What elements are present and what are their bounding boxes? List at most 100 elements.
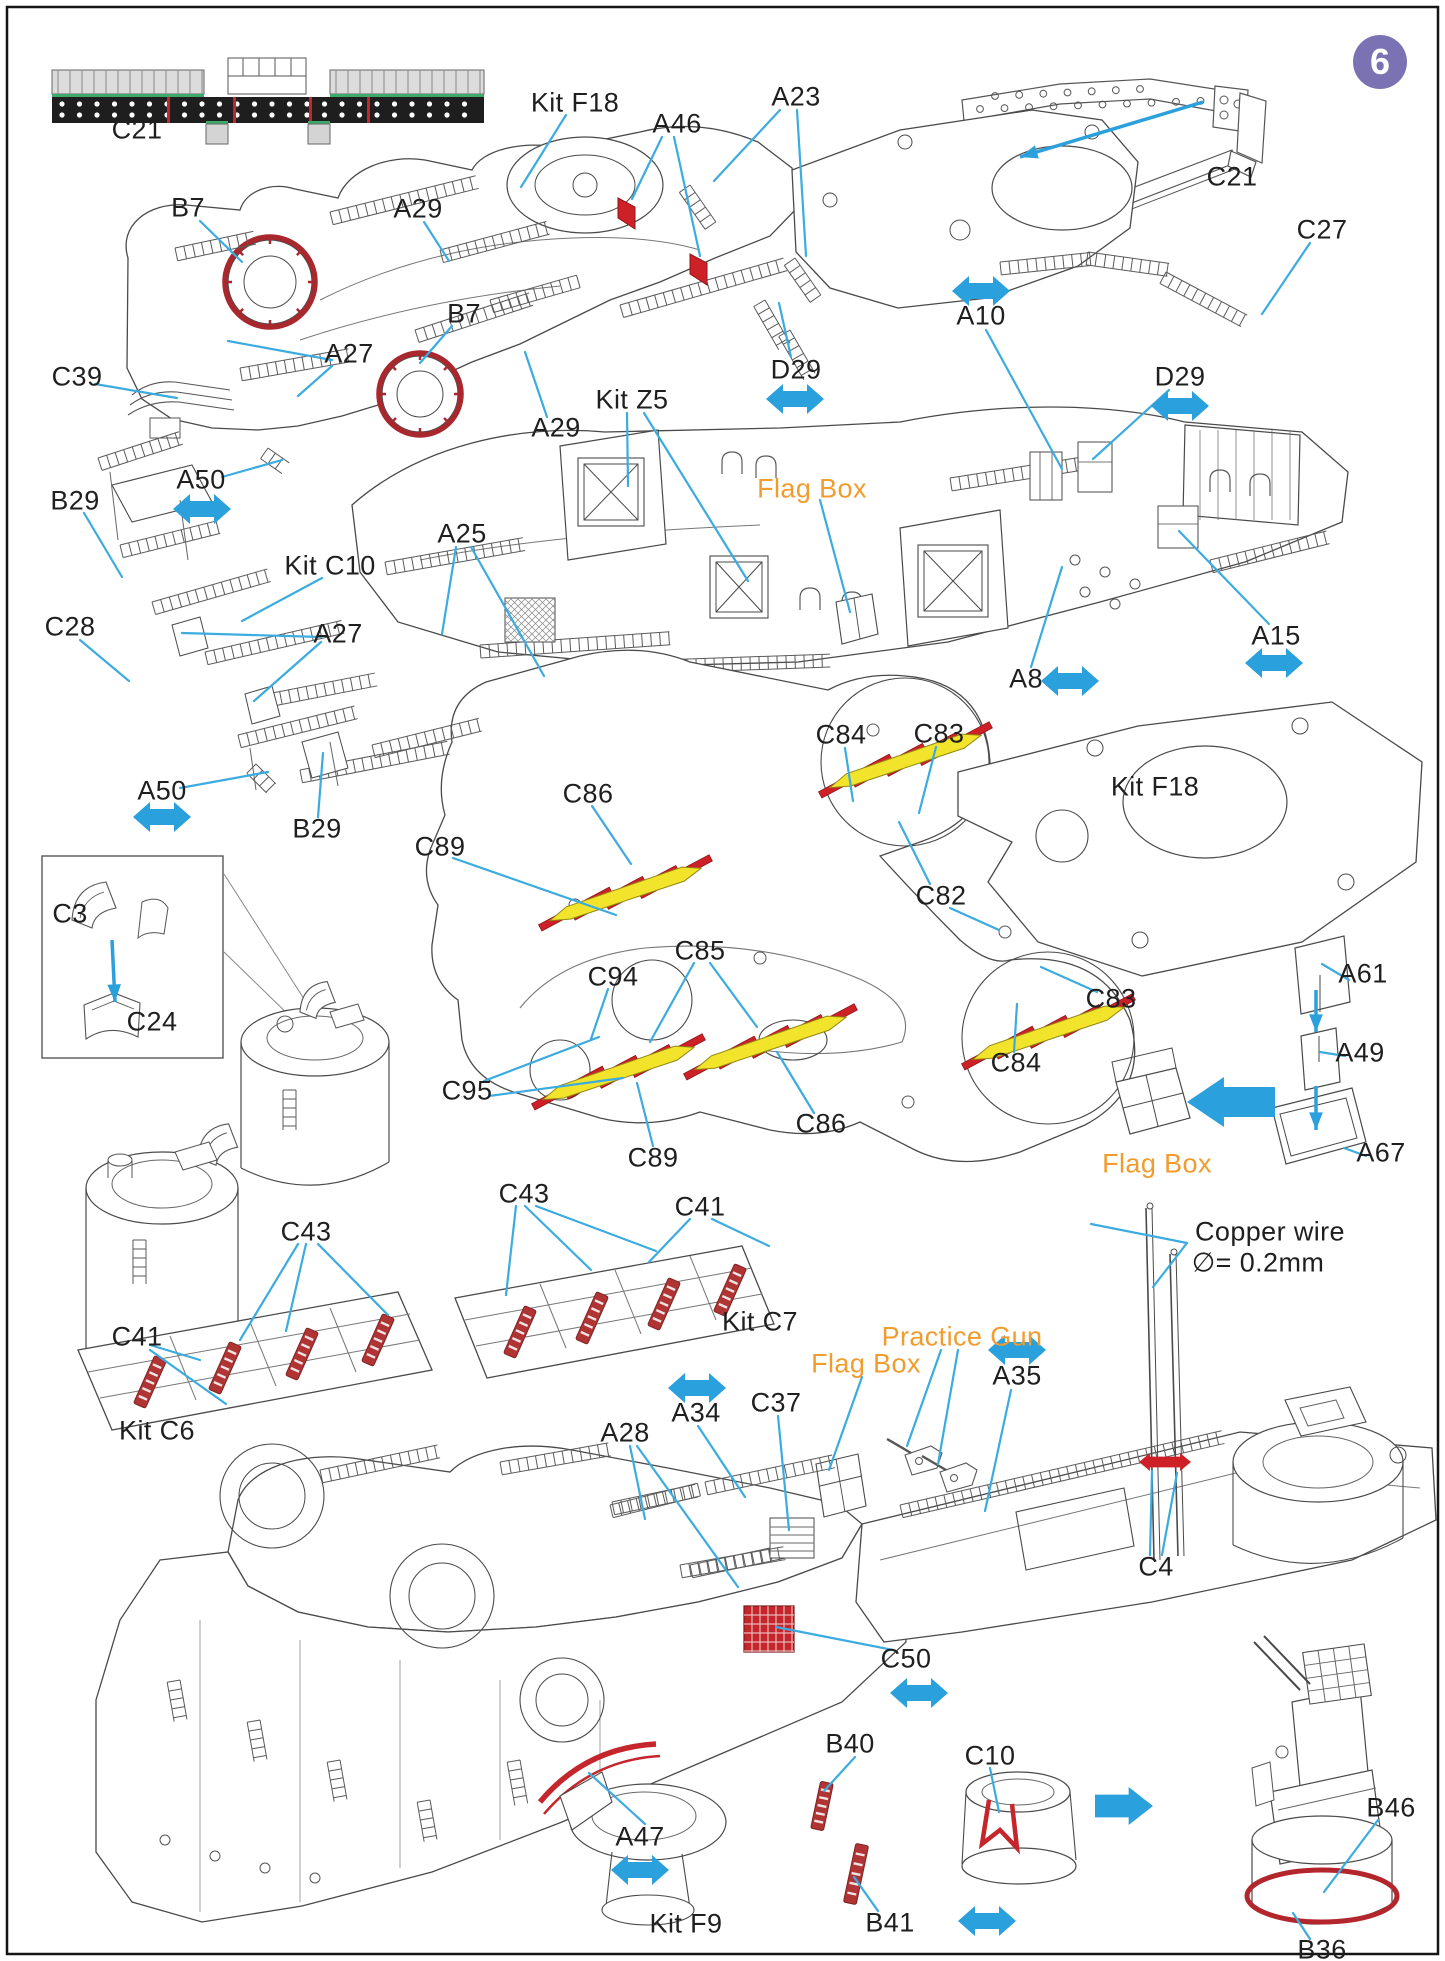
page-number-badge: 6 <box>1353 35 1407 89</box>
leader-line <box>590 804 633 866</box>
leader-line <box>1160 1471 1179 1557</box>
part-label-kit-f18-a: Kit F18 <box>530 87 620 118</box>
part-label-a29-b: A29 <box>531 412 581 443</box>
leader-line <box>635 1444 740 1589</box>
part-label-c39: C39 <box>51 361 103 392</box>
leader-line <box>1177 529 1271 626</box>
leader-line <box>523 1204 593 1272</box>
part-label-c89-b: C89 <box>627 1142 679 1173</box>
part-label-a34: A34 <box>671 1397 721 1428</box>
part-label-c10: C10 <box>964 1740 1016 1771</box>
leader-line <box>482 1035 601 1083</box>
leader-line <box>852 1875 880 1913</box>
leader-line <box>1342 1146 1368 1158</box>
leader-line <box>936 1348 960 1466</box>
part-label-c85: C85 <box>674 935 726 966</box>
leader-line <box>93 382 179 400</box>
leader-line <box>712 108 782 183</box>
part-label-c3: C3 <box>52 898 88 929</box>
part-label-a28: A28 <box>600 1417 650 1448</box>
leader-line <box>284 1242 308 1333</box>
part-label-c86-a: C86 <box>562 778 614 809</box>
part-label-practice-gun: Practice Gun <box>881 1321 1043 1352</box>
leader-line <box>777 301 793 359</box>
leader-line <box>672 135 702 258</box>
leader-line <box>1089 1222 1189 1245</box>
move-double-arrow-icon <box>1041 666 1099 696</box>
move-double-arrow-icon <box>173 494 231 524</box>
leader-line <box>148 1348 228 1406</box>
part-label-a27-a: A27 <box>324 338 374 369</box>
leader-line <box>696 1424 747 1499</box>
part-label-flag-box-b: Flag Box <box>1102 1148 1212 1179</box>
part-label-c89-a: C89 <box>414 831 466 862</box>
part-label-a50-b: A50 <box>137 775 187 806</box>
leader-line <box>316 751 325 819</box>
part-label-a46: A46 <box>652 108 702 139</box>
leader-line <box>523 350 549 419</box>
part-label-a25: A25 <box>437 518 487 549</box>
leader-line <box>240 576 324 623</box>
part-label-c28: C28 <box>44 611 96 642</box>
move-double-arrow-icon <box>133 802 191 832</box>
leader-line <box>642 411 750 583</box>
leader-line <box>822 1755 857 1793</box>
leader-line <box>587 1771 647 1826</box>
leader-line <box>630 135 664 201</box>
leader-line <box>774 1625 895 1652</box>
leader-line <box>1260 241 1312 316</box>
leader-line <box>82 511 124 579</box>
part-label-d29-a: D29 <box>770 354 822 385</box>
leader-line <box>988 1766 1001 1814</box>
part-label-c83-b: C83 <box>1085 983 1137 1014</box>
leader-line <box>148 1343 202 1362</box>
leader-line <box>78 638 131 683</box>
part-label-copper-wire-1: Copper wire <box>1195 1216 1345 1247</box>
part-label-c21-b: C21 <box>1206 161 1258 192</box>
part-label-copper-wire-2: ∅= 0.2mm <box>1191 1247 1325 1278</box>
move-double-arrow-icon <box>958 1906 1016 1936</box>
part-label-kit-f9: Kit F9 <box>649 1908 723 1939</box>
pointer-arrow-icon <box>1019 100 1204 159</box>
move-double-arrow-icon <box>611 1855 669 1885</box>
leader-line <box>625 411 630 488</box>
leader-line <box>519 113 568 189</box>
leader-line <box>948 906 1001 932</box>
leader-line <box>418 324 454 365</box>
part-label-b7-b: B7 <box>447 298 481 329</box>
part-label-a61: A61 <box>1338 958 1388 989</box>
part-label-a15: A15 <box>1251 620 1301 651</box>
part-label-a23: A23 <box>771 81 821 112</box>
move-double-arrow-icon <box>952 276 1010 306</box>
leader-line <box>226 339 334 362</box>
part-label-a47: A47 <box>615 1821 665 1852</box>
part-label-c94: C94 <box>587 961 639 992</box>
leader-line <box>422 220 451 263</box>
leader-line <box>238 1242 300 1342</box>
move-double-arrow-icon <box>668 1373 726 1403</box>
part-label-c84-a: C84 <box>815 719 867 750</box>
move-double-arrow-icon <box>1245 648 1303 678</box>
leader-line <box>708 961 759 1029</box>
leader-line <box>487 1076 625 1098</box>
leader-line <box>316 1242 390 1317</box>
leader-line <box>843 746 855 803</box>
leader-line <box>1148 1469 1154 1557</box>
leader-line <box>1320 962 1351 982</box>
direction-arrow-icon <box>1139 1453 1165 1471</box>
leader-line <box>1012 1002 1019 1054</box>
leader-line <box>178 770 270 790</box>
part-label-c37: C37 <box>750 1387 802 1418</box>
move-double-arrow-icon <box>1151 391 1209 421</box>
page-number: 6 <box>1369 41 1391 82</box>
part-label-a67: A67 <box>1356 1137 1406 1168</box>
part-label-kit-z5: Kit Z5 <box>595 384 669 415</box>
part-label-flag-box-c: Flag Box <box>811 1348 921 1379</box>
leader-line <box>451 856 618 917</box>
part-label-kit-f18-b: Kit F18 <box>1110 771 1200 802</box>
direction-arrow-icon <box>1165 1453 1191 1471</box>
part-label-c27: C27 <box>1296 214 1348 245</box>
part-label-c41-b: C41 <box>674 1191 726 1222</box>
